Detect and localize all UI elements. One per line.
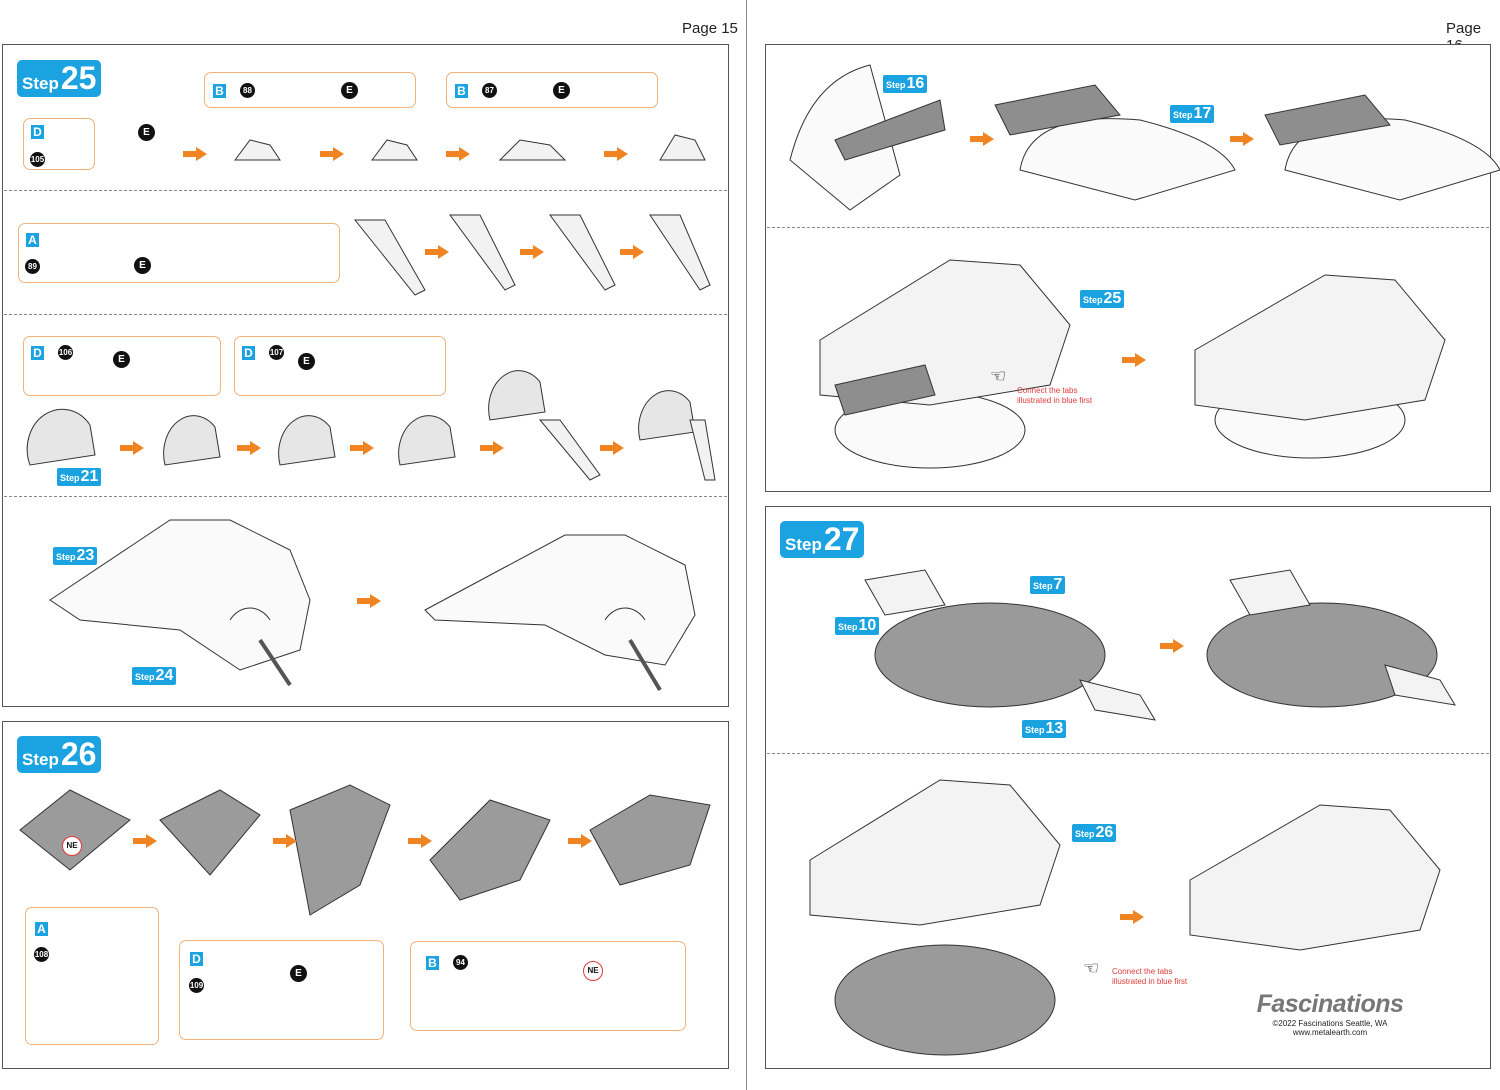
- step-number: 26: [60, 736, 97, 772]
- part-number: 108: [34, 947, 49, 962]
- part-number: 107: [269, 345, 284, 360]
- part-callout: D 107 E: [234, 336, 446, 396]
- tab-marker: E: [341, 82, 358, 99]
- arrow-icon: [970, 132, 994, 146]
- divider: [767, 227, 1489, 228]
- arrow-icon: [1122, 353, 1146, 367]
- divider: [4, 496, 727, 497]
- brand-logo: Fascinations ©2022 Fascinations Seattle,…: [1250, 990, 1410, 1037]
- sheet-letter: B: [455, 84, 468, 98]
- step-word: Step: [22, 750, 59, 769]
- arrow-icon: [425, 245, 449, 259]
- page-divider: [746, 0, 747, 1090]
- arrow-icon: [1160, 639, 1184, 653]
- sheet-letter: D: [190, 952, 203, 966]
- instruction-note: Connect the tabs illustrated in blue fir…: [1112, 967, 1188, 986]
- arrow-icon: [120, 441, 144, 455]
- sheet-letter: D: [31, 346, 44, 360]
- step-number: 25: [60, 60, 97, 96]
- arrow-icon: [520, 245, 544, 259]
- arrow-icon: [320, 147, 344, 161]
- part-number: 89: [25, 259, 40, 274]
- arrow-icon: [568, 834, 592, 848]
- arrow-icon: [408, 834, 432, 848]
- divider: [4, 190, 727, 191]
- pointing-hand-icon: ☜: [1083, 958, 1100, 978]
- arrow-icon: [133, 834, 157, 848]
- step-number: 27: [823, 521, 860, 557]
- arrow-icon: [620, 245, 644, 259]
- part-callout: A 89 E: [18, 223, 340, 283]
- part-number: 94: [453, 955, 468, 970]
- sheet-letter: B: [426, 956, 439, 970]
- arrow-icon: [273, 834, 297, 848]
- part-callout: B 87 E: [446, 72, 658, 108]
- part-callout: D 109 E: [179, 940, 384, 1040]
- arrow-icon: [480, 441, 504, 455]
- part-number: 105: [30, 152, 45, 167]
- tab-marker: E: [138, 124, 155, 141]
- copyright: ©2022 Fascinations Seattle, WA: [1272, 1019, 1388, 1028]
- pointing-hand-icon: ☜: [990, 366, 1007, 386]
- part-number: 109: [189, 978, 204, 993]
- ne-marker: NE: [583, 961, 603, 981]
- sheet-letter: B: [213, 84, 226, 98]
- arrow-icon: [1230, 132, 1254, 146]
- website: www.metalearth.com: [1292, 1028, 1368, 1037]
- divider: [767, 753, 1489, 754]
- step-word: Step: [22, 74, 59, 93]
- arrow-icon: [350, 441, 374, 455]
- step-word: Step: [785, 535, 822, 554]
- part-callout: B 94 NE: [410, 941, 686, 1031]
- arrow-icon: [357, 594, 381, 608]
- tab-marker: E: [553, 82, 570, 99]
- sheet-letter: D: [31, 125, 44, 139]
- arrow-icon: [600, 441, 624, 455]
- sheet-letter: A: [35, 922, 48, 936]
- part-callout: D 106 E: [23, 336, 221, 396]
- instruction-note: Connect the tabs illustrated in blue fir…: [1017, 386, 1093, 405]
- arrow-icon: [1120, 910, 1144, 924]
- tab-marker: E: [290, 965, 307, 982]
- arrow-icon: [183, 147, 207, 161]
- sheet-letter: A: [26, 233, 39, 247]
- part-callout: A 108: [25, 907, 159, 1045]
- tab-marker: E: [134, 257, 151, 274]
- sheet-letter: D: [242, 346, 255, 360]
- part-number: 87: [482, 83, 497, 98]
- part-callout: D 105: [23, 118, 95, 170]
- brand-name: Fascinations: [1256, 990, 1404, 1018]
- tab-marker: E: [113, 351, 130, 368]
- arrow-icon: [604, 147, 628, 161]
- part-number: 88: [240, 83, 255, 98]
- ne-marker: NE: [62, 836, 82, 856]
- part-callout: B 88 E: [204, 72, 416, 108]
- arrow-icon: [446, 147, 470, 161]
- tab-marker: E: [298, 353, 315, 370]
- page-number: Page 15: [682, 20, 738, 37]
- divider: [4, 314, 727, 315]
- part-number: 106: [58, 345, 73, 360]
- arrow-icon: [237, 441, 261, 455]
